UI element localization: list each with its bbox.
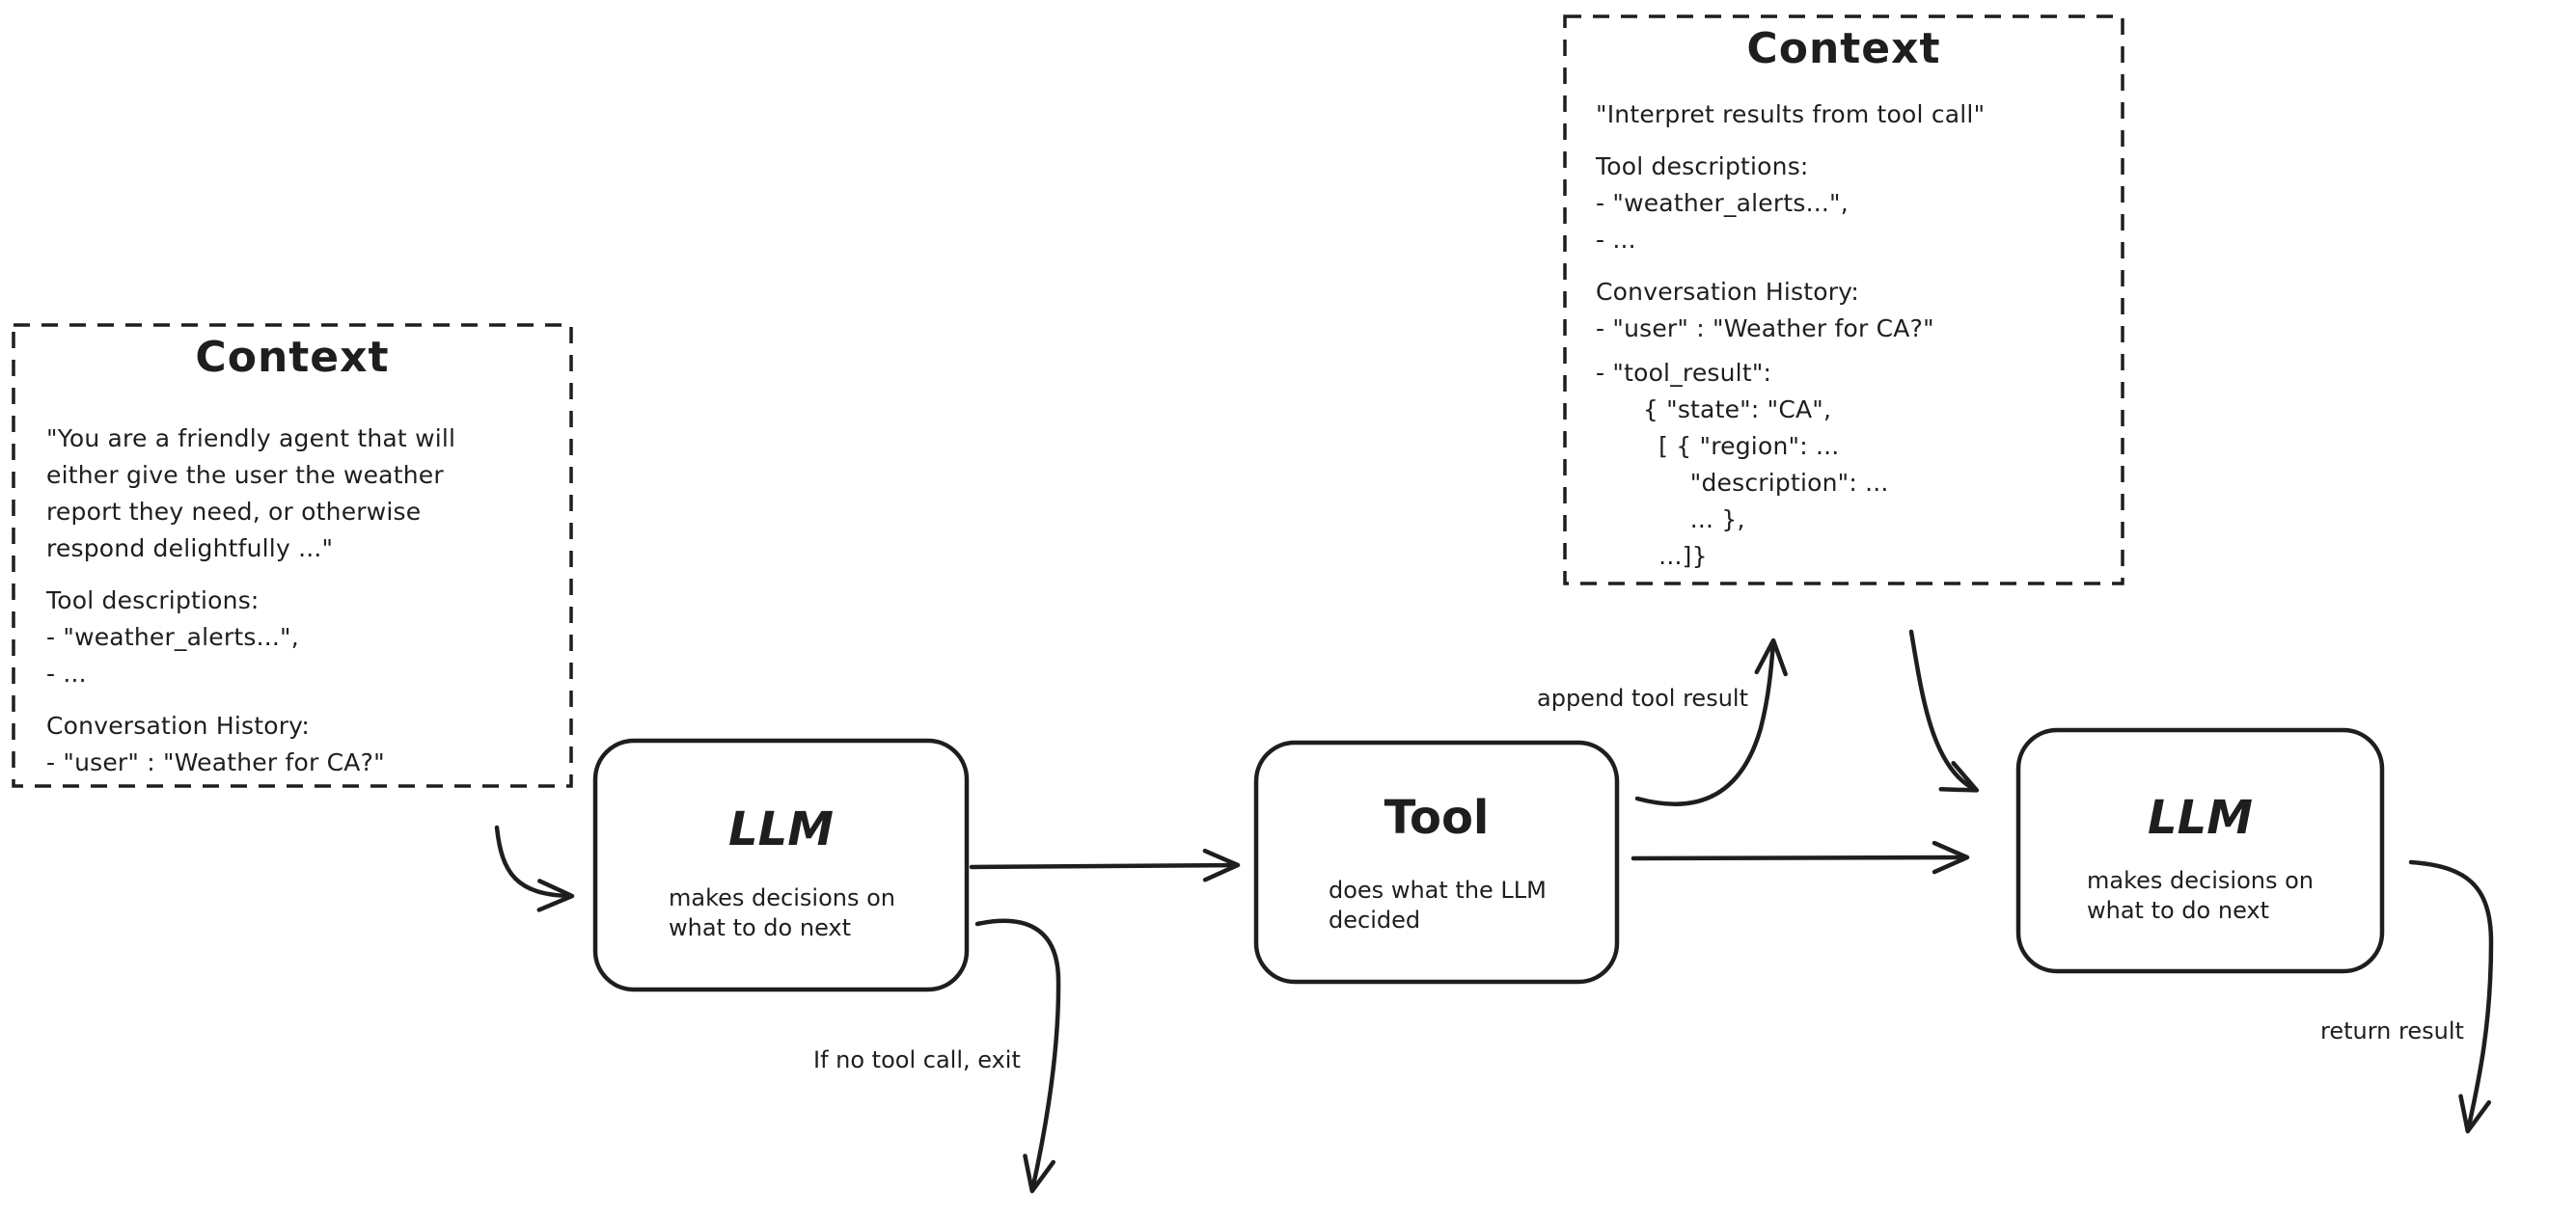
edge-context2-to-llm2 [1908,629,1980,793]
tool-node-box [1253,740,1620,985]
context-line: "You are a friendly agent that will [46,424,456,452]
tool-node-subtitle: does what the LLM decided [1329,877,1547,934]
context1-body: "You are a friendly agent that will eith… [46,421,558,781]
no-tool-call-exit-label: If no tool call, exit [813,1046,1021,1073]
context-line: respond delightfully ..." [46,534,334,562]
context1-box [12,323,573,788]
return-result-label: return result [2320,1018,2464,1045]
context-line: - "tool_result": [1596,359,1772,387]
context-line: "Interpret results from tool call" [1596,100,1986,128]
llm1-node-title: LLM [728,802,834,856]
llm2-node-box [2015,727,2385,974]
context-line: ... }, [1596,505,1745,533]
context-line: either give the user the weather [46,461,444,489]
llm1-node-box [592,738,970,992]
context-line: Conversation History: [1596,278,1859,306]
edge-context1-to-llm1 [494,825,575,912]
context-line: - "weather_alerts...", [46,623,299,651]
context-line: "description": ... [1596,469,1889,497]
context2-title: Context [1746,24,1941,73]
context2-body: "Interpret results from tool call" Tool … [1596,96,2107,575]
context-line: - "user" : "Weather for CA?" [46,748,385,776]
edge-tool-to-llm2 [1631,840,1970,875]
context-line: report they need, or otherwise [46,498,422,526]
context2-box [1563,14,2124,585]
edge-tool-to-context2 [1634,638,1788,806]
context-line: - "weather_alerts...", [1596,189,1849,217]
context-line: Tool descriptions: [1596,152,1809,180]
context-line: Conversation History: [46,712,310,740]
llm2-node-title: LLM [2148,791,2253,845]
context1-title: Context [195,333,390,382]
edge-llm2-return-result [2408,859,2494,1134]
llm2-node-subtitle: makes decisions on what to do next [2087,867,2314,924]
edge-llm1-to-tool [969,848,1241,882]
context-line: [ { "region": ... [1596,432,1840,460]
context-line: - "user" : "Weather for CA?" [1596,314,1934,342]
context-line: - ... [1596,226,1636,254]
append-tool-result-label: append tool result [1537,685,1748,712]
context-line: { "state": "CA", [1596,395,1832,423]
context-line: - ... [46,660,87,688]
llm1-node-subtitle: makes decisions on what to do next [669,884,895,941]
context-line: ...]} [1596,542,1708,570]
tool-node-title: Tool [1384,791,1490,845]
context-line: Tool descriptions: [46,586,260,614]
edge-llm1-exit [974,918,1061,1194]
